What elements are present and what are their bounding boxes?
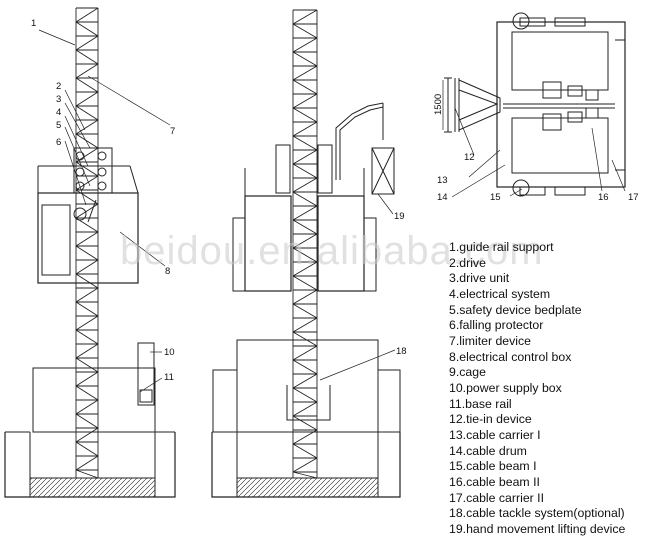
callout-19: 19 — [394, 211, 405, 222]
legend-item: 1.guide rail support — [449, 240, 554, 254]
callout-8: 8 — [165, 266, 170, 277]
legend-item: 9.cage — [449, 365, 486, 380]
legend-item: 13.cable carrier I — [449, 427, 541, 442]
callout-leaders — [38, 29, 626, 393]
legend-item: 4.electrical system — [449, 286, 551, 301]
callout-5: 5 — [56, 120, 61, 131]
callout-10: 10 — [164, 347, 175, 358]
callout-17: 17 — [628, 192, 639, 203]
legend-item: 8.electrical control box — [449, 349, 572, 364]
callout-12: 12 — [464, 152, 475, 163]
callout-3: 3 — [56, 94, 61, 105]
legend-item: 10.power supply box — [449, 380, 562, 395]
mast-section-side — [75, 7, 99, 479]
dimension-1500: 1500 — [433, 94, 444, 115]
callout-15: 15 — [490, 192, 501, 203]
mast-section-front — [292, 9, 318, 479]
callout-16: 16 — [598, 192, 609, 203]
legend-item: 2.drive — [449, 255, 486, 270]
callout-6: 6 — [56, 137, 61, 148]
callout-7: 7 — [170, 126, 175, 137]
legend-item: 6.falling protector — [449, 318, 544, 333]
legend-item: 11.base rail — [449, 396, 512, 411]
callout-11: 11 — [164, 372, 174, 383]
legend-item: 14.cable drum — [449, 443, 527, 458]
callout-18: 18 — [396, 346, 407, 357]
callout-2: 2 — [56, 81, 61, 92]
legend-item: 16.cable beam II — [449, 474, 540, 489]
callout-4: 4 — [56, 107, 61, 118]
callout-1: 1 — [31, 18, 36, 29]
legend-item: 19.hand movement lifting device — [449, 521, 626, 536]
side-view — [4, 147, 176, 498]
callout-13: 13 — [437, 175, 448, 186]
legend-item: 3.drive unit — [449, 271, 510, 286]
legend-item: 12.tie-in device — [449, 412, 532, 427]
front-view — [211, 102, 401, 498]
legend-item: 5.safety device bedplate — [449, 302, 582, 317]
plan-view — [444, 12, 626, 197]
legend-item: 7.limiter device — [449, 333, 532, 348]
legend-item: 18.cable tackle system(optional) — [449, 506, 625, 521]
legend-item: 15.cable beam I — [449, 459, 537, 474]
legend-item: 17.cable carrier II — [449, 490, 545, 505]
callout-14: 14 — [437, 192, 448, 203]
